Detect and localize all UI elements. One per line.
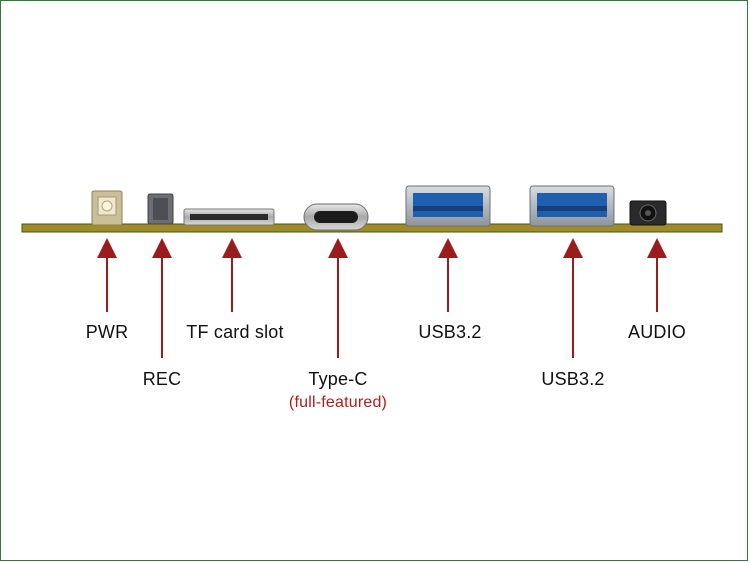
label-tf-card-slot: TF card slot bbox=[186, 322, 284, 342]
label-type-c: Type-C bbox=[308, 369, 368, 389]
label-pwr: PWR bbox=[85, 322, 129, 342]
label-rec: REC bbox=[142, 369, 182, 389]
rec-button bbox=[147, 193, 174, 225]
usb3-port-a bbox=[405, 185, 491, 227]
label-audio: AUDIO bbox=[627, 322, 687, 342]
usb3-port-b bbox=[529, 185, 615, 227]
label-type-c-subtitle: (full-featured) bbox=[288, 394, 388, 411]
pcb-board bbox=[21, 223, 723, 233]
pwr-button bbox=[91, 190, 123, 226]
label-usb3-a: USB3.2 bbox=[418, 322, 482, 342]
label-usb3-b: USB3.2 bbox=[541, 369, 605, 389]
audio-jack bbox=[629, 200, 667, 226]
type-c-port bbox=[303, 203, 369, 231]
tf-card-slot bbox=[183, 208, 275, 226]
